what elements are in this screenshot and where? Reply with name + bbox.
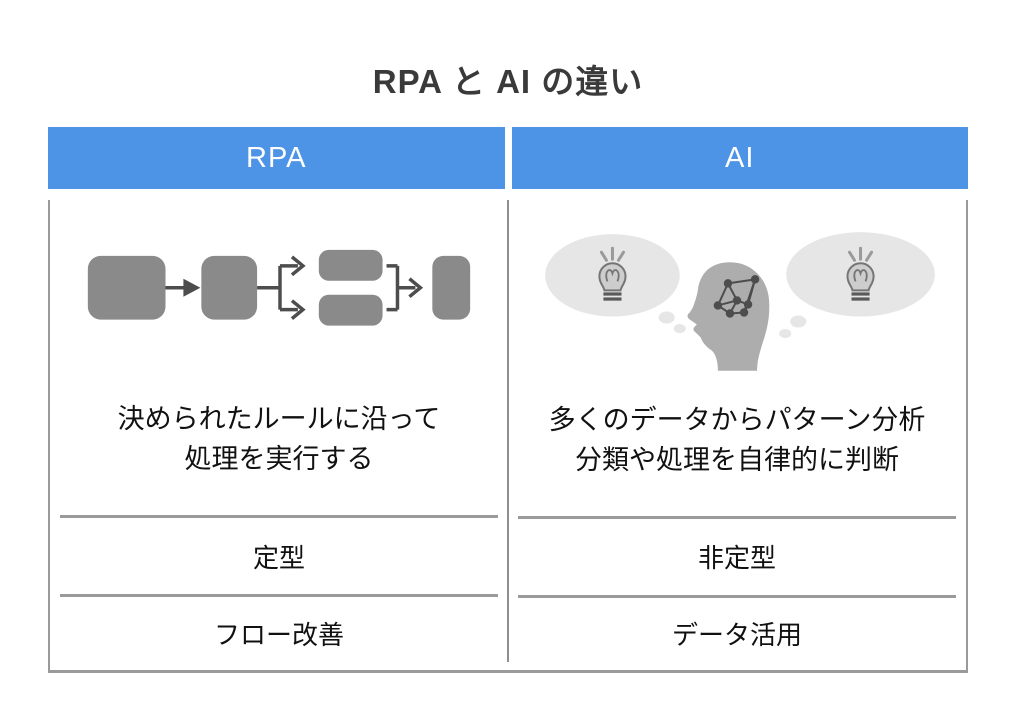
rpa-divider-2 [60,594,498,598]
rpa-divider-1 [60,514,498,518]
comparison-table-body: 決められたルールに沿って 処理を実行する 定型 フロー改善 [48,200,968,673]
rpa-description: 決められたルールに沿って 処理を実行する [50,399,508,515]
column-headers: RPA AI [48,127,968,189]
ai-description: 多くのデータからパターン分析 分類や処理を自律的に判断 [508,400,966,516]
rpa-description-line-2: 処理を実行する [184,443,374,474]
ai-description-line-2: 分類や処理を自律的に判断 [575,445,899,475]
rpa-type-label: 定型 [252,542,305,573]
ai-divider-2 [518,594,956,598]
rpa-description-line-1: 決められたルールに沿って [117,403,441,434]
column-separator-line [507,200,509,662]
column-header-ai: AI [511,127,968,189]
thinking-head-icon [545,232,935,371]
ai-column: 多くのデータからパターン分析 分類や処理を自律的に判断 非定型 データ活用 [508,200,966,670]
column-header-rpa: RPA [48,127,505,189]
ai-type-label: 非定型 [697,543,776,574]
rpa-figure-row [50,200,508,399]
ai-purpose-label: データ活用 [671,620,802,651]
ai-description-line-1: 多くのデータからパターン分析 [548,405,926,435]
ai-divider-1 [518,515,956,519]
rpa-purpose-label: フロー改善 [213,620,344,651]
process-flowchart-icon [87,249,471,326]
ai-figure-row [508,200,966,400]
page-title: RPA と AI の違い [372,63,644,100]
rpa-column: 決められたルールに沿って 処理を実行する 定型 フロー改善 [50,200,508,670]
neural-network-icon [717,278,757,315]
